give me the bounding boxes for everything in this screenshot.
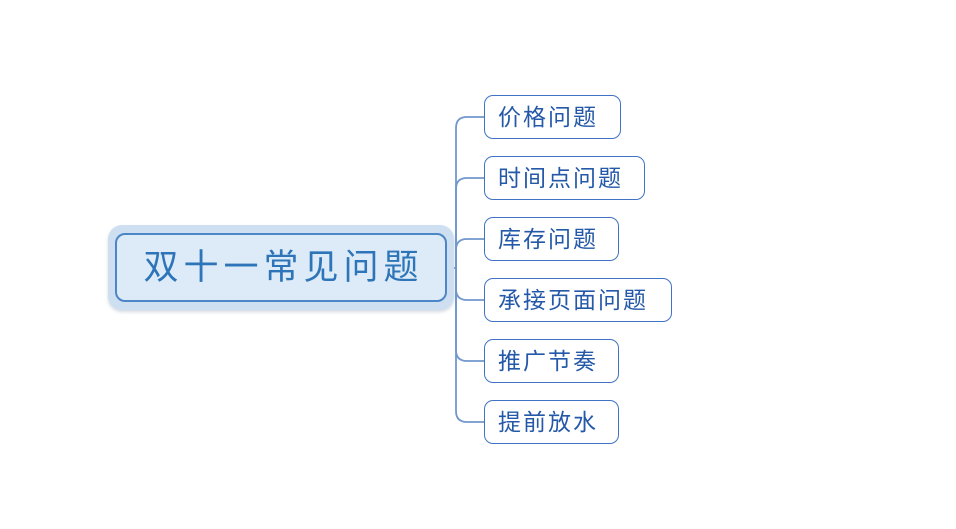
connector-branch-promotion — [455, 267, 485, 362]
subtopic-inventory[interactable]: 库存问题 — [484, 217, 619, 261]
subtopic-early-release-label: 提前放水 — [498, 409, 598, 435]
subtopic-landing-page[interactable]: 承接页面问题 — [484, 278, 672, 322]
subtopic-early-release[interactable]: 提前放水 — [484, 400, 619, 444]
connector-branch-release — [455, 267, 485, 423]
subtopic-landing-page-label: 承接页面问题 — [498, 287, 648, 313]
connector-branch-timing — [455, 177, 485, 269]
connector-branch-price — [455, 116, 485, 269]
subtopic-promotion-pace-label: 推广节奏 — [498, 348, 598, 374]
central-topic-label: 双十一常见问题 — [143, 248, 424, 287]
subtopic-price-label: 价格问题 — [498, 104, 598, 130]
subtopic-timing[interactable]: 时间点问题 — [484, 156, 645, 200]
subtopic-price[interactable]: 价格问题 — [484, 95, 621, 139]
central-topic-halo: 双十一常见问题 — [108, 225, 454, 310]
subtopic-inventory-label: 库存问题 — [498, 226, 598, 252]
connector-branch-inventory — [455, 238, 485, 269]
subtopic-timing-label: 时间点问题 — [498, 165, 623, 191]
central-topic[interactable]: 双十一常见问题 — [115, 233, 447, 302]
subtopic-promotion-pace[interactable]: 推广节奏 — [484, 339, 619, 383]
connector-branch-landing — [455, 267, 485, 301]
